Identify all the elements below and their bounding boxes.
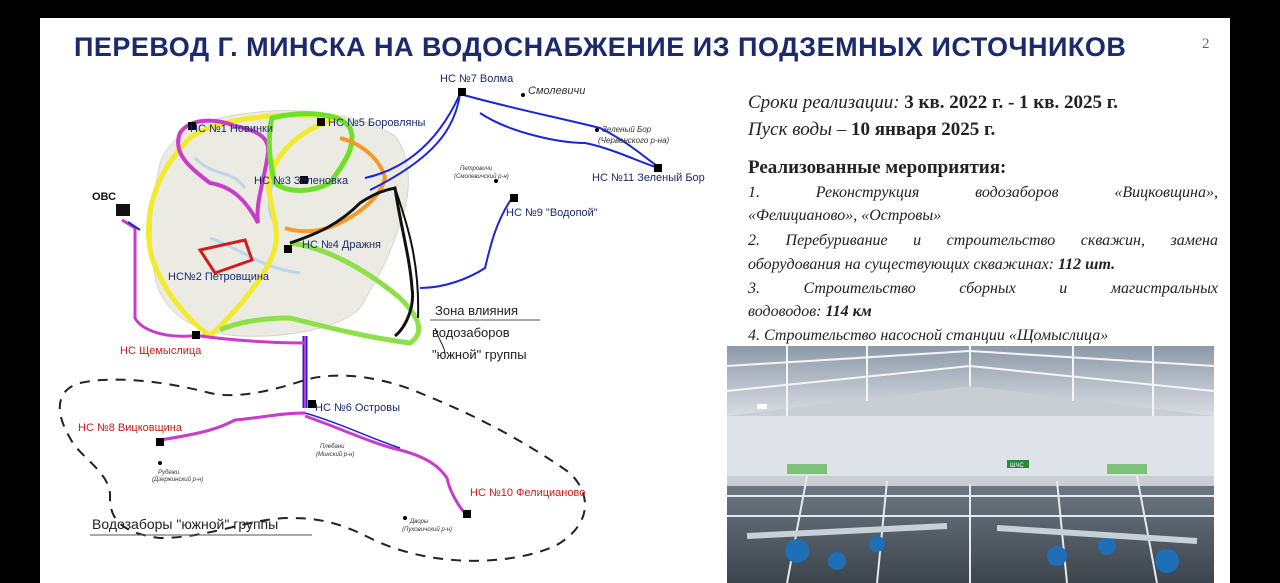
station-label-ns8: НС №8 Вицковщина xyxy=(78,422,183,434)
station-label-ns4: НС №4 Дражня xyxy=(302,239,381,251)
ovs-label: ОВС xyxy=(92,191,116,203)
zone-label-line2: водозаборов xyxy=(432,325,510,340)
item-1-line-a: 1. Реконструкция водозаборов «Вицковщина… xyxy=(748,184,1218,201)
photo-sign: ШЧС xyxy=(1010,463,1024,469)
station-marker xyxy=(192,331,200,339)
station-marker xyxy=(463,510,471,518)
station-label-ns1: НС №1 Новинки xyxy=(190,123,273,135)
terms-label: Сроки реализации: xyxy=(748,92,900,113)
station-label-ns2: НС№2 Петровщина xyxy=(168,271,270,283)
south-group-label: Водозаборы "южной" группы xyxy=(92,516,278,532)
slide-title: ПЕРЕВОД Г. МИНСКА НА ВОДОСНАБЖЕНИЕ ИЗ ПО… xyxy=(74,32,1127,62)
ovs-pipeline xyxy=(121,218,205,338)
magenta-ring-pipeline xyxy=(176,118,271,224)
item-2-line-b: оборудования на существующих скважинах: … xyxy=(748,254,1218,276)
item-3-line-b: водоводов: 114 км xyxy=(748,301,1218,323)
station-marker xyxy=(458,88,466,96)
place-plebani: Плебани xyxy=(320,444,345,450)
pump-station-photo: ШЧС xyxy=(727,346,1214,583)
station-marker xyxy=(300,176,308,184)
station-marker xyxy=(510,194,518,202)
ovs-marker xyxy=(116,204,130,216)
item-2-line-a: 2. Перебуривание и строительство скважин… xyxy=(748,232,1218,249)
place-zeleny-bor: Зеленый Бор xyxy=(602,125,652,134)
launch-value: 10 января 2025 г. xyxy=(850,119,996,140)
place-smol-rn: (Смолевичский р-н) xyxy=(454,173,509,180)
green-ring-pipeline xyxy=(266,111,355,193)
station-label-ns10: НС №10 Фелицианово xyxy=(470,487,585,499)
zone-label-line1: Зона влияния xyxy=(435,303,518,318)
measures-heading: Реализованные мероприятия: xyxy=(748,157,1007,178)
station-label-ns9: НС №9 "Водопой" xyxy=(506,207,598,219)
minsk-city-area xyxy=(150,110,409,337)
place-dvory: Дворы xyxy=(409,519,429,525)
place-cherven: (Червенского р-на) xyxy=(598,136,670,145)
blue-pipeline-volma xyxy=(364,93,661,179)
station-marker xyxy=(654,164,662,172)
item-3-value: 114 км xyxy=(825,303,872,320)
place-pukh: (Пуховичский р-н) xyxy=(402,526,452,533)
station-label-schemyslitsa: НС Щемыслица xyxy=(120,345,202,357)
page-number: 2 xyxy=(1202,36,1210,52)
slide: ПЕРЕВОД Г. МИНСКА НА ВОДОСНАБЖЕНИЕ ИЗ ПО… xyxy=(40,18,1230,583)
station-label-ns11: НС №11 Зеленый Бор xyxy=(592,172,705,184)
red-zone xyxy=(197,238,254,275)
place-dzerzh: (Дзержинский р-н) xyxy=(152,476,203,483)
station-label-ns6: НС №6 Островы xyxy=(315,402,400,414)
item-3-line-a: 3. Строительство сборных и магистральных xyxy=(748,280,1218,297)
station-marker xyxy=(317,118,325,126)
place-minsk-rn: (Минский р-н) xyxy=(316,451,354,458)
station-marker xyxy=(156,438,164,446)
south-group-boundary xyxy=(58,374,586,562)
place-rubezh: Рубежи xyxy=(158,470,180,476)
zone-label-line3: "южной" группы xyxy=(432,347,527,362)
south-west-pipeline xyxy=(159,411,306,442)
place-petrovichi: Петровичи xyxy=(460,166,493,172)
station-marker xyxy=(284,245,292,253)
station-label-ns5: НС №5 Боровляны xyxy=(328,117,426,129)
terms-line: Сроки реализации: 3 кв. 2022 г. - 1 кв. … xyxy=(748,92,1118,114)
place-smolevichi: Смолевичи xyxy=(528,85,585,97)
station-marker xyxy=(188,122,196,130)
terms-value: 3 кв. 2022 г. - 1 кв. 2025 г. xyxy=(904,92,1118,113)
launch-line: Пуск воды – 10 января 2025 г. xyxy=(748,119,995,141)
launch-label: Пуск воды – xyxy=(748,119,847,140)
item-3-text: водоводов: xyxy=(748,303,822,320)
item-2-text: оборудования на существующих скважинах: xyxy=(748,256,1055,273)
station-label-ns3: НС №3 Зеленовка xyxy=(254,175,349,187)
orange-pipeline xyxy=(284,136,388,234)
item-1-line-b: «Фелицианово», «Островы» xyxy=(748,207,942,224)
item-2-value: 112 шт. xyxy=(1058,256,1116,273)
station-label-ns7: НС №7 Волма xyxy=(440,73,514,85)
water-supply-map: НС №7 Волма НС №5 Боровляны НС №1 Новинк… xyxy=(58,73,705,562)
station-marker xyxy=(308,400,316,408)
item-4-line: 4. Строительство насосной станции «Щомыс… xyxy=(748,327,1109,344)
